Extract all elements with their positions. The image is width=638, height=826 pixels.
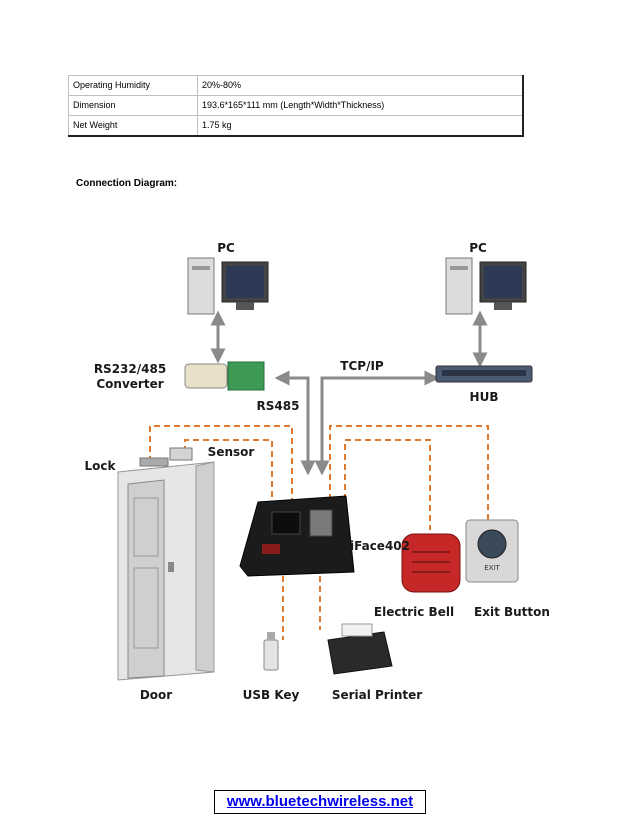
- label-sensor: Sensor: [208, 445, 255, 459]
- electric-bell-icon: [401, 533, 461, 593]
- label-iface402: iFace402: [350, 539, 410, 553]
- section-title: Connection Diagram:: [76, 178, 178, 189]
- converter-icon: [184, 361, 265, 391]
- label-serial-printer: Serial Printer: [332, 688, 422, 702]
- label-electric-bell: Electric Bell: [374, 605, 454, 619]
- pc-left-icon: [187, 257, 269, 315]
- footer-website-link[interactable]: www.bluetechwireless.net: [214, 790, 426, 814]
- spec-value: 1.75 kg: [197, 115, 524, 137]
- label-door: Door: [140, 688, 172, 702]
- table-row: Operating Humidity 20%-80%: [68, 75, 524, 96]
- table-row: Dimension 193.6*165*111 mm (Length*Width…: [68, 95, 524, 116]
- serial-printer-icon: [327, 623, 393, 675]
- label-pc-left: PC: [217, 241, 235, 255]
- spec-label: Net Weight: [68, 115, 198, 137]
- spec-table: Operating Humidity 20%-80% Dimension 193…: [68, 75, 524, 137]
- label-rs485: RS485: [257, 399, 300, 413]
- door-icon: [117, 447, 215, 681]
- label-lock: Lock: [85, 459, 117, 473]
- spec-label: Dimension: [68, 95, 198, 116]
- label-tcpip: TCP/IP: [340, 359, 384, 373]
- spec-label: Operating Humidity: [68, 75, 198, 96]
- pc-right-icon: [445, 257, 527, 315]
- connection-diagram: EXIT PC PC RS232/485 Converter TCP/IP HU…: [85, 241, 550, 702]
- label-converter-line2: Converter: [96, 377, 163, 391]
- spec-value: 193.6*165*111 mm (Length*Width*Thickness…: [197, 95, 524, 116]
- label-usb-key: USB Key: [243, 688, 300, 702]
- label-hub: HUB: [470, 390, 499, 404]
- label-converter-line1: RS232/485: [94, 362, 166, 376]
- hub-icon: [435, 365, 533, 383]
- table-row: Net Weight 1.75 kg: [68, 115, 524, 137]
- spec-value: 20%-80%: [197, 75, 524, 96]
- network-wiring: [210, 310, 488, 476]
- exit-button-text: EXIT: [484, 564, 500, 572]
- iface402-device-icon: [239, 495, 355, 577]
- label-pc-right: PC: [469, 241, 487, 255]
- exit-button-icon: EXIT: [465, 519, 519, 583]
- usb-key-icon: [263, 632, 279, 671]
- label-exit-button: Exit Button: [474, 605, 550, 619]
